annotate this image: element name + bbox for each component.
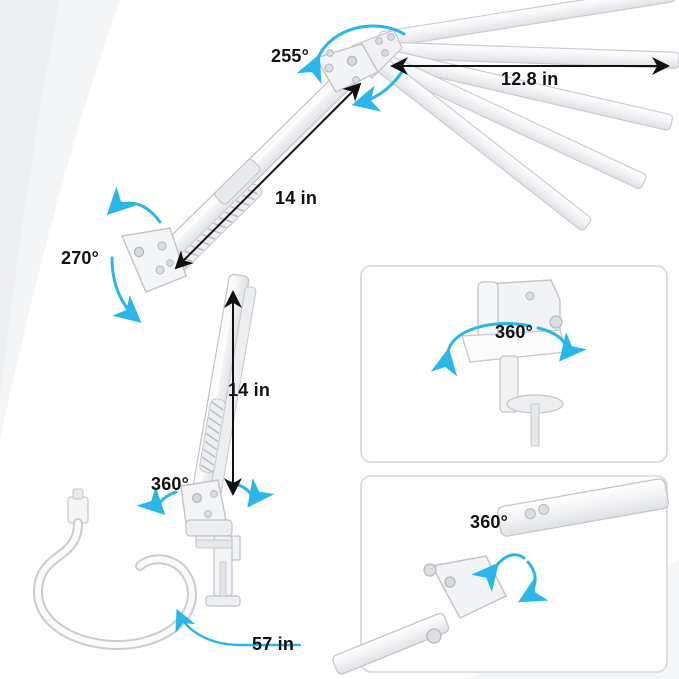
label-elbow-rotation: 270° bbox=[61, 248, 100, 268]
dim-upper-arm bbox=[174, 82, 362, 270]
label-cable-length: 57 in bbox=[252, 634, 295, 654]
label-base-rotation: 360° bbox=[151, 474, 190, 494]
arc-360-base-right bbox=[226, 477, 275, 508]
arc-270-bottom bbox=[110, 256, 142, 323]
label-lower-arm-length: 14 in bbox=[228, 380, 271, 400]
label-head-detail-rotation: 360° bbox=[470, 512, 509, 532]
label-clamp-detail-rotation: 360° bbox=[495, 322, 534, 342]
label-head-length: 12.8 in bbox=[501, 69, 559, 89]
elbow-joint bbox=[121, 227, 187, 293]
power-cable bbox=[32, 488, 197, 650]
inset1-arc-left bbox=[430, 322, 532, 377]
inset1-arc-right bbox=[536, 326, 587, 362]
ghost-arm-positions bbox=[377, 0, 679, 231]
label-upper-arm-rotation: 255° bbox=[271, 46, 310, 66]
inset-head-swivel bbox=[332, 475, 670, 675]
upper-joint bbox=[314, 43, 379, 93]
base-joint bbox=[180, 479, 227, 525]
arc-255-top bbox=[296, 24, 406, 85]
label-upper-arm-length: 14 in bbox=[275, 188, 318, 208]
arc-360-base-left bbox=[136, 486, 178, 516]
inset2-arc-top bbox=[471, 553, 526, 592]
dimension-lines bbox=[174, 57, 670, 496]
inset2-arc-bottom bbox=[518, 560, 549, 603]
upper-arm bbox=[152, 59, 365, 275]
cable-leader-arrow bbox=[175, 608, 242, 647]
arc-270-top bbox=[106, 186, 162, 224]
desk-clamp bbox=[185, 519, 241, 607]
inset-clamp-swivel bbox=[360, 265, 668, 463]
rotation-arrows bbox=[106, 24, 406, 647]
